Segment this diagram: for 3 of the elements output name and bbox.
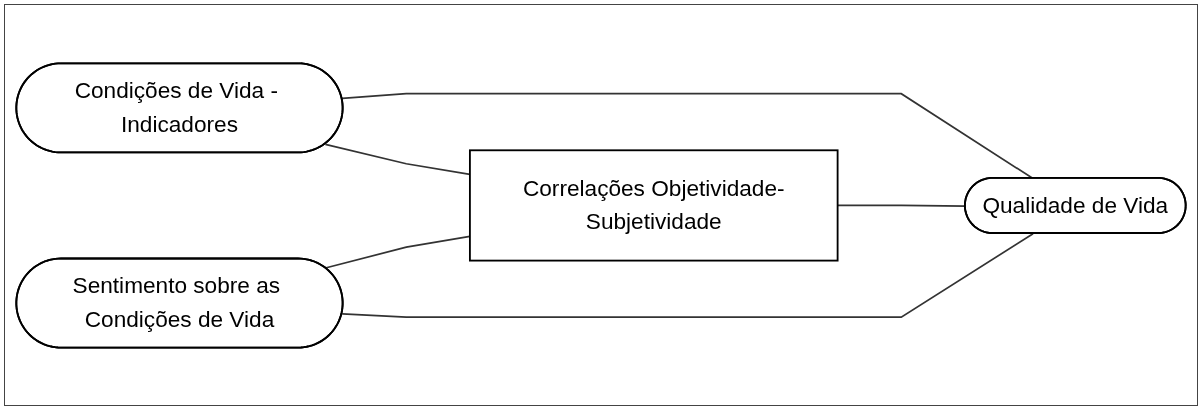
node-box: Correlações Objetividade-Subjetividade — [469, 148, 839, 262]
connector — [341, 232, 1034, 318]
connector — [341, 92, 1034, 179]
